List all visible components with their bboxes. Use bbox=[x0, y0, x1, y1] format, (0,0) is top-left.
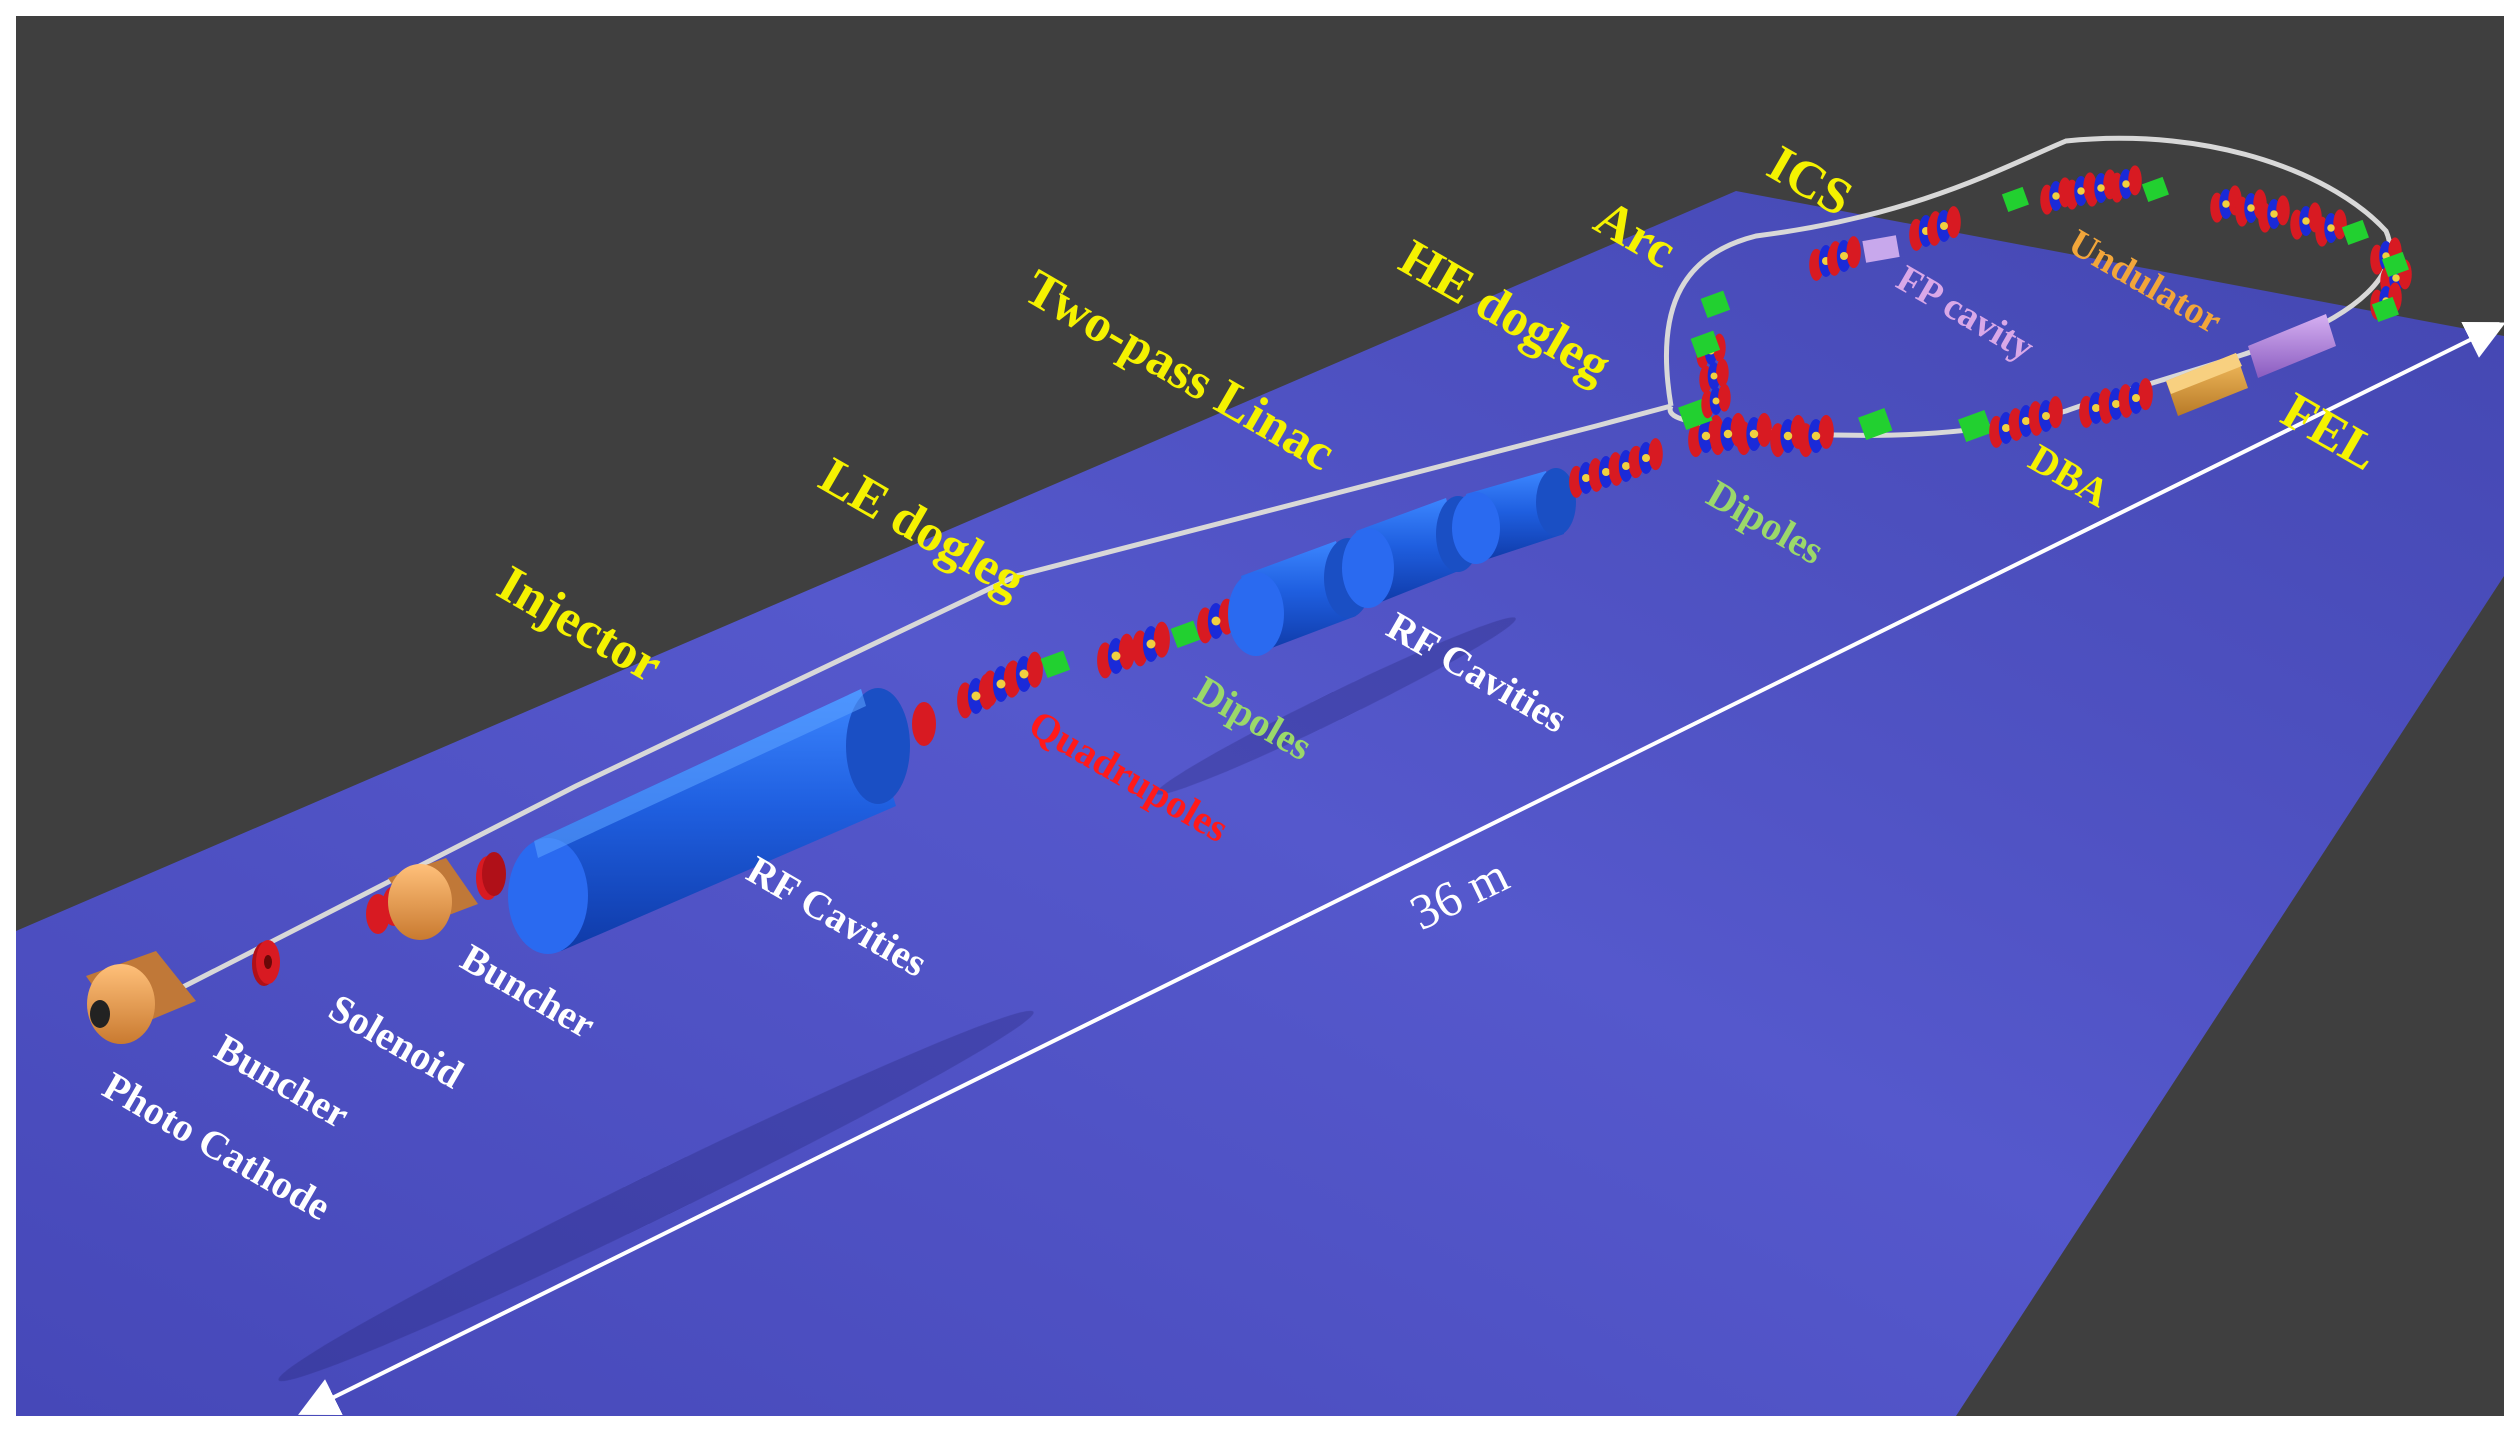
quadrupole-magnet bbox=[2110, 165, 2142, 203]
quadrupole-magnet bbox=[1927, 206, 1961, 246]
dipole-magnet bbox=[2341, 219, 2369, 245]
quadrupole-magnet bbox=[1827, 236, 1861, 276]
scene-frame: Injector LE dogleg Two-pass Linac HE dog… bbox=[16, 16, 2504, 1416]
quadrupole-magnet bbox=[2315, 209, 2347, 247]
injector-end-ring bbox=[912, 702, 936, 746]
dipole-magnet bbox=[2371, 296, 2399, 322]
dipole-magnet bbox=[1700, 290, 1731, 318]
dipole-magnet bbox=[2001, 186, 2029, 212]
accelerator-scene: Injector LE dogleg Two-pass Linac HE dog… bbox=[16, 135, 2504, 1416]
solenoid bbox=[252, 940, 280, 986]
label-injector: Injector bbox=[488, 555, 672, 694]
photo-cathode bbox=[86, 951, 196, 1044]
quadrupole-magnet bbox=[2210, 185, 2242, 223]
floor-plane bbox=[16, 191, 2504, 1416]
dipole-magnet bbox=[2381, 251, 2409, 277]
dipole-magnet bbox=[2141, 176, 2169, 202]
quadrupole-magnet bbox=[2290, 202, 2322, 240]
quadrupole-magnet bbox=[2258, 195, 2290, 233]
dimension-arrow bbox=[298, 321, 2504, 1416]
fp-cavity bbox=[1862, 235, 1900, 263]
